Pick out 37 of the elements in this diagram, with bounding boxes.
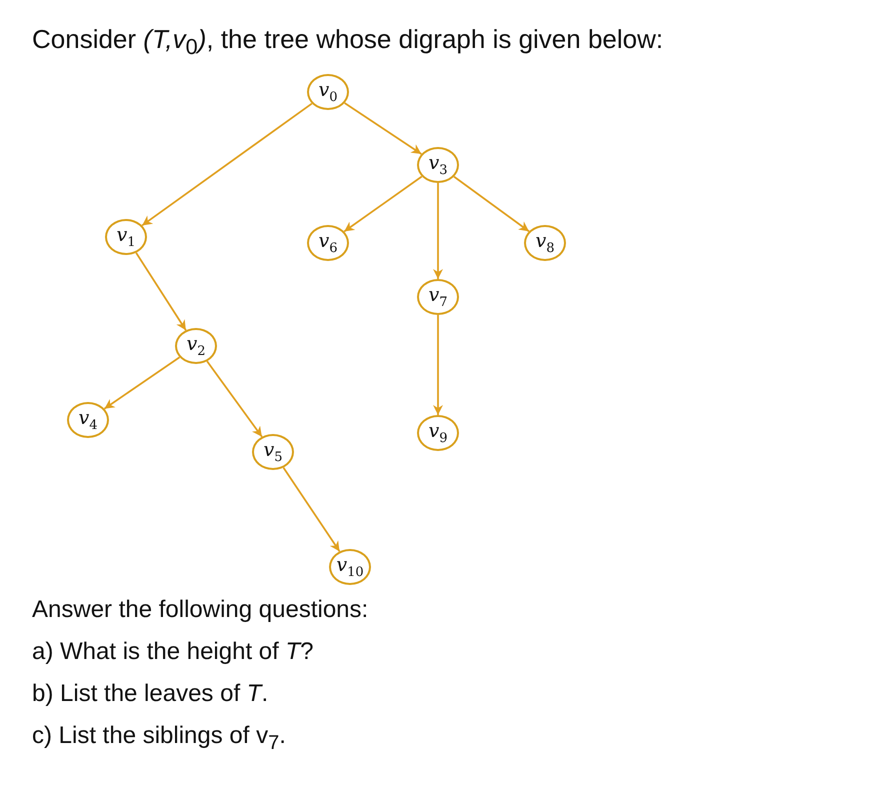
- arrow: [344, 102, 422, 155]
- question-text: c) List the siblings of v$_{7}$.: [32, 722, 286, 755]
- vertex-circle: [307, 225, 349, 261]
- vertex-circle: [252, 434, 294, 470]
- arrow: [453, 176, 530, 232]
- vertex-label: v$_{3}$: [428, 154, 448, 176]
- arrow: [433, 183, 443, 279]
- vertex-circle: [329, 549, 371, 585]
- vertex-circle: [105, 219, 147, 255]
- arrow: [142, 102, 312, 226]
- vertex-label: v$_{10}$: [336, 556, 364, 578]
- question-text: a) What is the height of T?: [32, 638, 314, 667]
- arrow: [344, 176, 422, 232]
- arrow: [206, 360, 263, 438]
- vertex-label: v$_{2}$: [186, 334, 206, 358]
- vertex-circle: [417, 415, 459, 451]
- vertex-label: v$_{6}$: [318, 232, 338, 254]
- arrow: [282, 467, 340, 552]
- vertex-label: v$_{8}$: [535, 232, 554, 254]
- vertex-circle: [417, 279, 459, 315]
- arrow: [135, 252, 187, 331]
- vertex-label: v$_{1}$: [116, 226, 136, 248]
- vertex-label: v$_{9}$: [428, 422, 448, 444]
- vertex-label: v$_{7}$: [428, 286, 448, 308]
- vertex-circle: [67, 402, 109, 438]
- vertex-circle: [175, 328, 217, 364]
- vertex-label: v$_{0}$: [318, 80, 338, 104]
- vertex-circle: [524, 225, 566, 261]
- arrow: [433, 315, 443, 415]
- vertex-circle: [307, 74, 349, 110]
- vertex-circle: [417, 147, 459, 183]
- question-heading: Consider (T,v$_{0}$), the tree whose digraph is given below:: [32, 24, 664, 60]
- question-text: b) List the leaves of T.: [32, 680, 268, 709]
- vertex-label: v$_{5}$: [263, 440, 282, 464]
- vertex-label: v$_{4}$: [78, 408, 98, 432]
- arrow: [104, 356, 180, 410]
- instruction-text: Answer the following questions:: [32, 596, 368, 625]
